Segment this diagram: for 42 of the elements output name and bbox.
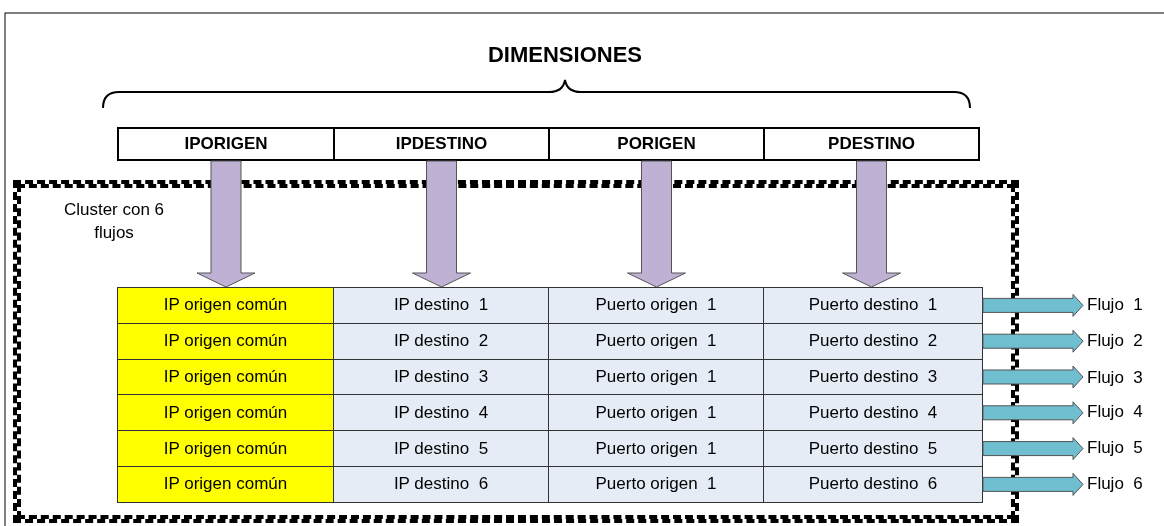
dimension-header: IPORIGEN — [117, 127, 335, 161]
table-cell: Puerto origen 1 — [548, 394, 764, 432]
flow-label: Flujo 3 — [1087, 360, 1164, 397]
table-cell: Puerto destino 5 — [763, 430, 983, 467]
block-arrow — [982, 401, 1084, 425]
dimension-header: PORIGEN — [548, 127, 765, 161]
table-cell: IP origen común — [117, 287, 334, 324]
table-cell: Puerto destino 6 — [763, 466, 983, 503]
cluster-label: Cluster con 6 flujos — [62, 199, 166, 244]
block-arrow — [196, 160, 256, 288]
table-cell: Puerto destino 4 — [763, 394, 983, 432]
table-cell: IP destino 6 — [333, 466, 549, 503]
table-cell: IP origen común — [117, 394, 334, 432]
table-cell: IP destino 1 — [333, 287, 549, 324]
flow-label: Flujo 5 — [1087, 430, 1164, 466]
table-cell: IP destino 5 — [333, 430, 549, 467]
table-cell: IP origen común — [117, 322, 334, 360]
dimension-header: IPDESTINO — [333, 127, 550, 161]
table-cell: Puerto origen 1 — [548, 466, 764, 503]
diagram-title: DIMENSIONES — [487, 42, 643, 68]
block-arrow — [982, 472, 1084, 496]
block-arrow — [842, 160, 901, 288]
block-arrow — [982, 293, 1084, 317]
table-cell: IP origen común — [117, 430, 334, 467]
table-cell: Puerto origen 1 — [548, 430, 764, 467]
block-arrow — [982, 329, 1084, 353]
block-arrow — [412, 160, 471, 288]
table-cell: Puerto origen 1 — [548, 287, 764, 324]
table-cell: IP destino 4 — [333, 394, 549, 432]
dimension-header: PDESTINO — [763, 127, 980, 161]
block-arrow — [982, 437, 1084, 461]
flow-label: Flujo 6 — [1087, 466, 1164, 502]
table-cell: IP origen común — [117, 466, 334, 503]
flow-label: Flujo 1 — [1087, 287, 1164, 323]
table-cell: Puerto destino 1 — [763, 287, 983, 324]
flow-label: Flujo 4 — [1087, 394, 1164, 431]
block-arrow — [982, 365, 1084, 389]
table-cell: Puerto destino 2 — [763, 322, 983, 360]
table-cell: IP destino 2 — [333, 322, 549, 360]
flow-label: Flujo 2 — [1087, 322, 1164, 359]
table-cell: Puerto origen 1 — [548, 322, 764, 360]
block-arrow — [627, 160, 686, 288]
